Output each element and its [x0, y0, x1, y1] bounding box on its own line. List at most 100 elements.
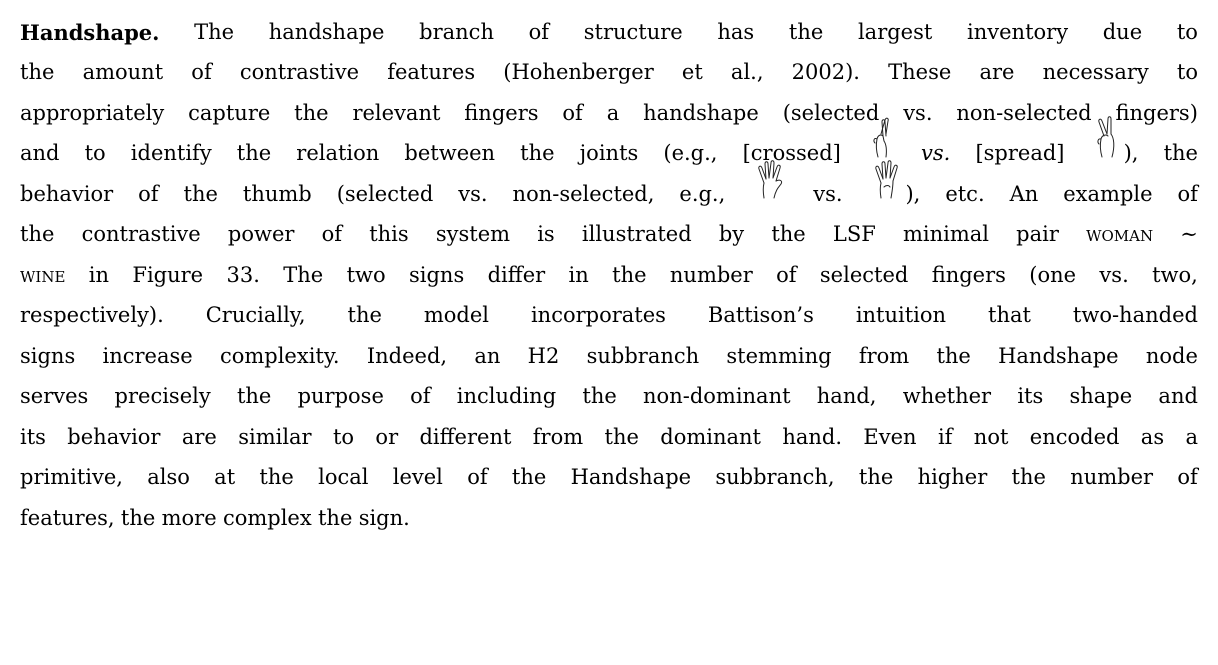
word: more — [161, 505, 217, 530]
crossed-fingers-hand-icon — [870, 114, 892, 158]
word: The — [194, 19, 235, 44]
word: has — [717, 19, 755, 44]
word: non-selected, — [512, 181, 655, 206]
word: the — [582, 384, 617, 408]
word: power — [227, 222, 295, 246]
word: the — [259, 465, 294, 489]
word: and — [20, 141, 60, 165]
word: to — [1176, 19, 1198, 44]
word: (e.g., — [663, 141, 718, 165]
word: Even — [863, 424, 917, 449]
word: contrastive — [81, 222, 201, 246]
word: incorporates — [530, 303, 666, 327]
hand-token — [866, 116, 896, 168]
word: An — [1009, 181, 1039, 206]
word: of — [138, 181, 159, 206]
word: or — [375, 424, 399, 449]
word: of — [776, 262, 797, 287]
word: level — [392, 465, 443, 489]
word: of — [321, 222, 343, 246]
word: contrastive — [239, 60, 360, 84]
word: behavior — [20, 181, 114, 206]
word: al., — [730, 60, 764, 84]
word: 2002). — [791, 60, 860, 84]
word: in — [568, 262, 589, 287]
word: appropriately — [20, 100, 165, 125]
word: pair — [1016, 222, 1059, 246]
word: capture — [188, 100, 271, 125]
word: [spread] — [975, 141, 1065, 165]
word: to — [84, 141, 106, 165]
word: respectively). — [20, 303, 164, 327]
word: are — [979, 60, 1015, 84]
word: identify — [130, 141, 212, 165]
word: due — [1102, 19, 1143, 44]
word: inventory — [967, 19, 1069, 44]
word: hand, — [816, 384, 877, 408]
word: the — [236, 141, 272, 165]
word: of — [1177, 181, 1198, 206]
word: Figure — [132, 262, 204, 287]
word: Indeed, — [366, 343, 448, 368]
word: vs. — [813, 181, 843, 206]
hand-token: ), — [1090, 114, 1138, 168]
word: serves — [20, 384, 89, 408]
word: a — [1185, 424, 1198, 449]
hand-token — [750, 159, 788, 209]
word: ∼ — [1180, 222, 1198, 246]
word: of — [467, 465, 488, 489]
word: also — [147, 465, 190, 489]
word: The — [283, 262, 324, 287]
word: primitive, — [20, 465, 123, 489]
word: selected — [819, 262, 909, 287]
word: number — [669, 262, 753, 287]
word: behavior — [67, 424, 161, 449]
word: H2 — [527, 343, 560, 368]
word: fingers — [931, 262, 1006, 287]
word: to — [1176, 60, 1198, 84]
word: necessary — [1042, 60, 1149, 84]
word: e.g., — [679, 181, 726, 206]
word: are — [181, 424, 217, 449]
open-hand-thumb-selected-icon — [754, 159, 784, 199]
word: its — [20, 424, 46, 449]
sign-gloss: wine — [20, 262, 66, 287]
word: the — [20, 60, 55, 84]
word: sign. — [358, 505, 410, 530]
word: Handshape — [998, 343, 1119, 368]
word: if — [937, 424, 953, 449]
word: complexity. — [219, 343, 340, 368]
word: that — [988, 303, 1031, 327]
word: handshape — [643, 100, 759, 125]
word: precisely — [114, 384, 211, 408]
word: of — [1177, 465, 1198, 489]
word: relevant — [352, 100, 441, 125]
word: of — [562, 100, 583, 125]
word: structure — [583, 19, 683, 44]
word: 33. — [226, 262, 260, 287]
spread-fingers-hand-icon — [1094, 114, 1120, 158]
word: to — [332, 424, 355, 449]
word: of — [191, 60, 212, 84]
word: model — [423, 303, 490, 327]
word: not — [973, 424, 1009, 449]
word: by — [718, 222, 745, 246]
word: etc. — [945, 181, 985, 206]
word: the — [771, 222, 806, 246]
word: is — [537, 222, 555, 246]
word: intuition — [855, 303, 947, 327]
word: vs. — [1099, 262, 1129, 287]
word: signs — [409, 262, 465, 287]
word: of — [528, 19, 550, 44]
word: dominant — [660, 424, 761, 449]
word: higher — [917, 465, 988, 489]
word: Crucially, — [205, 303, 306, 327]
word: (selected — [336, 181, 434, 206]
word: stemming — [726, 343, 832, 368]
word: two-handed — [1072, 303, 1198, 327]
